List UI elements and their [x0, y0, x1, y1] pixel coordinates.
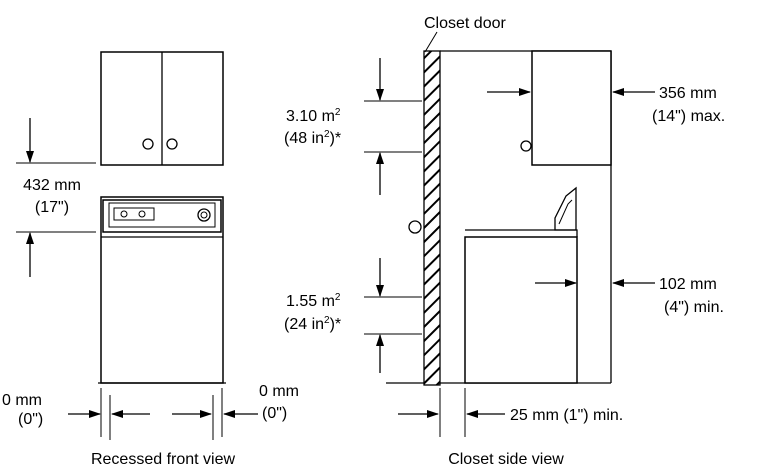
side-cabinet-knob-icon	[520, 140, 532, 152]
right-clearance-metric: 0 mm	[259, 383, 299, 400]
rear-clearance-imperial: (4") min.	[664, 299, 724, 316]
washer-console-panel	[108, 202, 216, 228]
cabinet-knob-left-icon	[142, 138, 154, 150]
side-washer-body	[464, 236, 578, 384]
washer-button-icon	[138, 210, 146, 218]
door-knob-icon	[408, 220, 422, 234]
closet-door-label: Closet door	[424, 15, 506, 32]
rear-clearance-metric: 102 mm	[659, 276, 717, 293]
washer-console-detail	[558, 199, 573, 225]
right-clearance-imperial: (0")	[262, 405, 287, 422]
washer-display	[113, 207, 155, 221]
side-upper-cabinet	[531, 50, 612, 166]
left-clearance-imperial: (0")	[18, 411, 43, 428]
washer-lid-side	[465, 229, 578, 237]
washer-dial-icon	[197, 208, 211, 222]
front-view-caption: Recessed front view	[91, 451, 236, 468]
side-view-caption: Closet side view	[448, 451, 564, 468]
closet-door-leader	[424, 31, 438, 53]
left-clearance-metric: 0 mm	[2, 392, 42, 409]
upper-vent-metric: 3.10 m2	[286, 107, 341, 125]
side-view: Closet door 3.10 m2 (48 in2)* 1.55 m2 (2…	[284, 15, 725, 468]
height-dimension-imperial: (17")	[35, 199, 69, 216]
washer-button-icon	[120, 210, 128, 218]
top-clearance-imperial: (14") max.	[652, 108, 725, 125]
front-view: 432 mm (17") 0 mm (0") 0 mm (0") Recesse…	[2, 51, 299, 468]
cabinet-knob-right-icon	[166, 138, 178, 150]
height-dimension-metric: 432 mm	[23, 177, 81, 194]
closet-door	[423, 50, 441, 386]
top-clearance-metric: 356 mm	[659, 85, 717, 102]
upper-vent-imperial: (48 in2)*	[284, 129, 341, 147]
washer-dial-center-icon	[200, 211, 208, 219]
door-clearance-label: 25 mm (1") min.	[510, 407, 623, 424]
lower-vent-imperial: (24 in2)*	[284, 315, 341, 333]
lower-vent-metric: 1.55 m2	[286, 292, 341, 310]
